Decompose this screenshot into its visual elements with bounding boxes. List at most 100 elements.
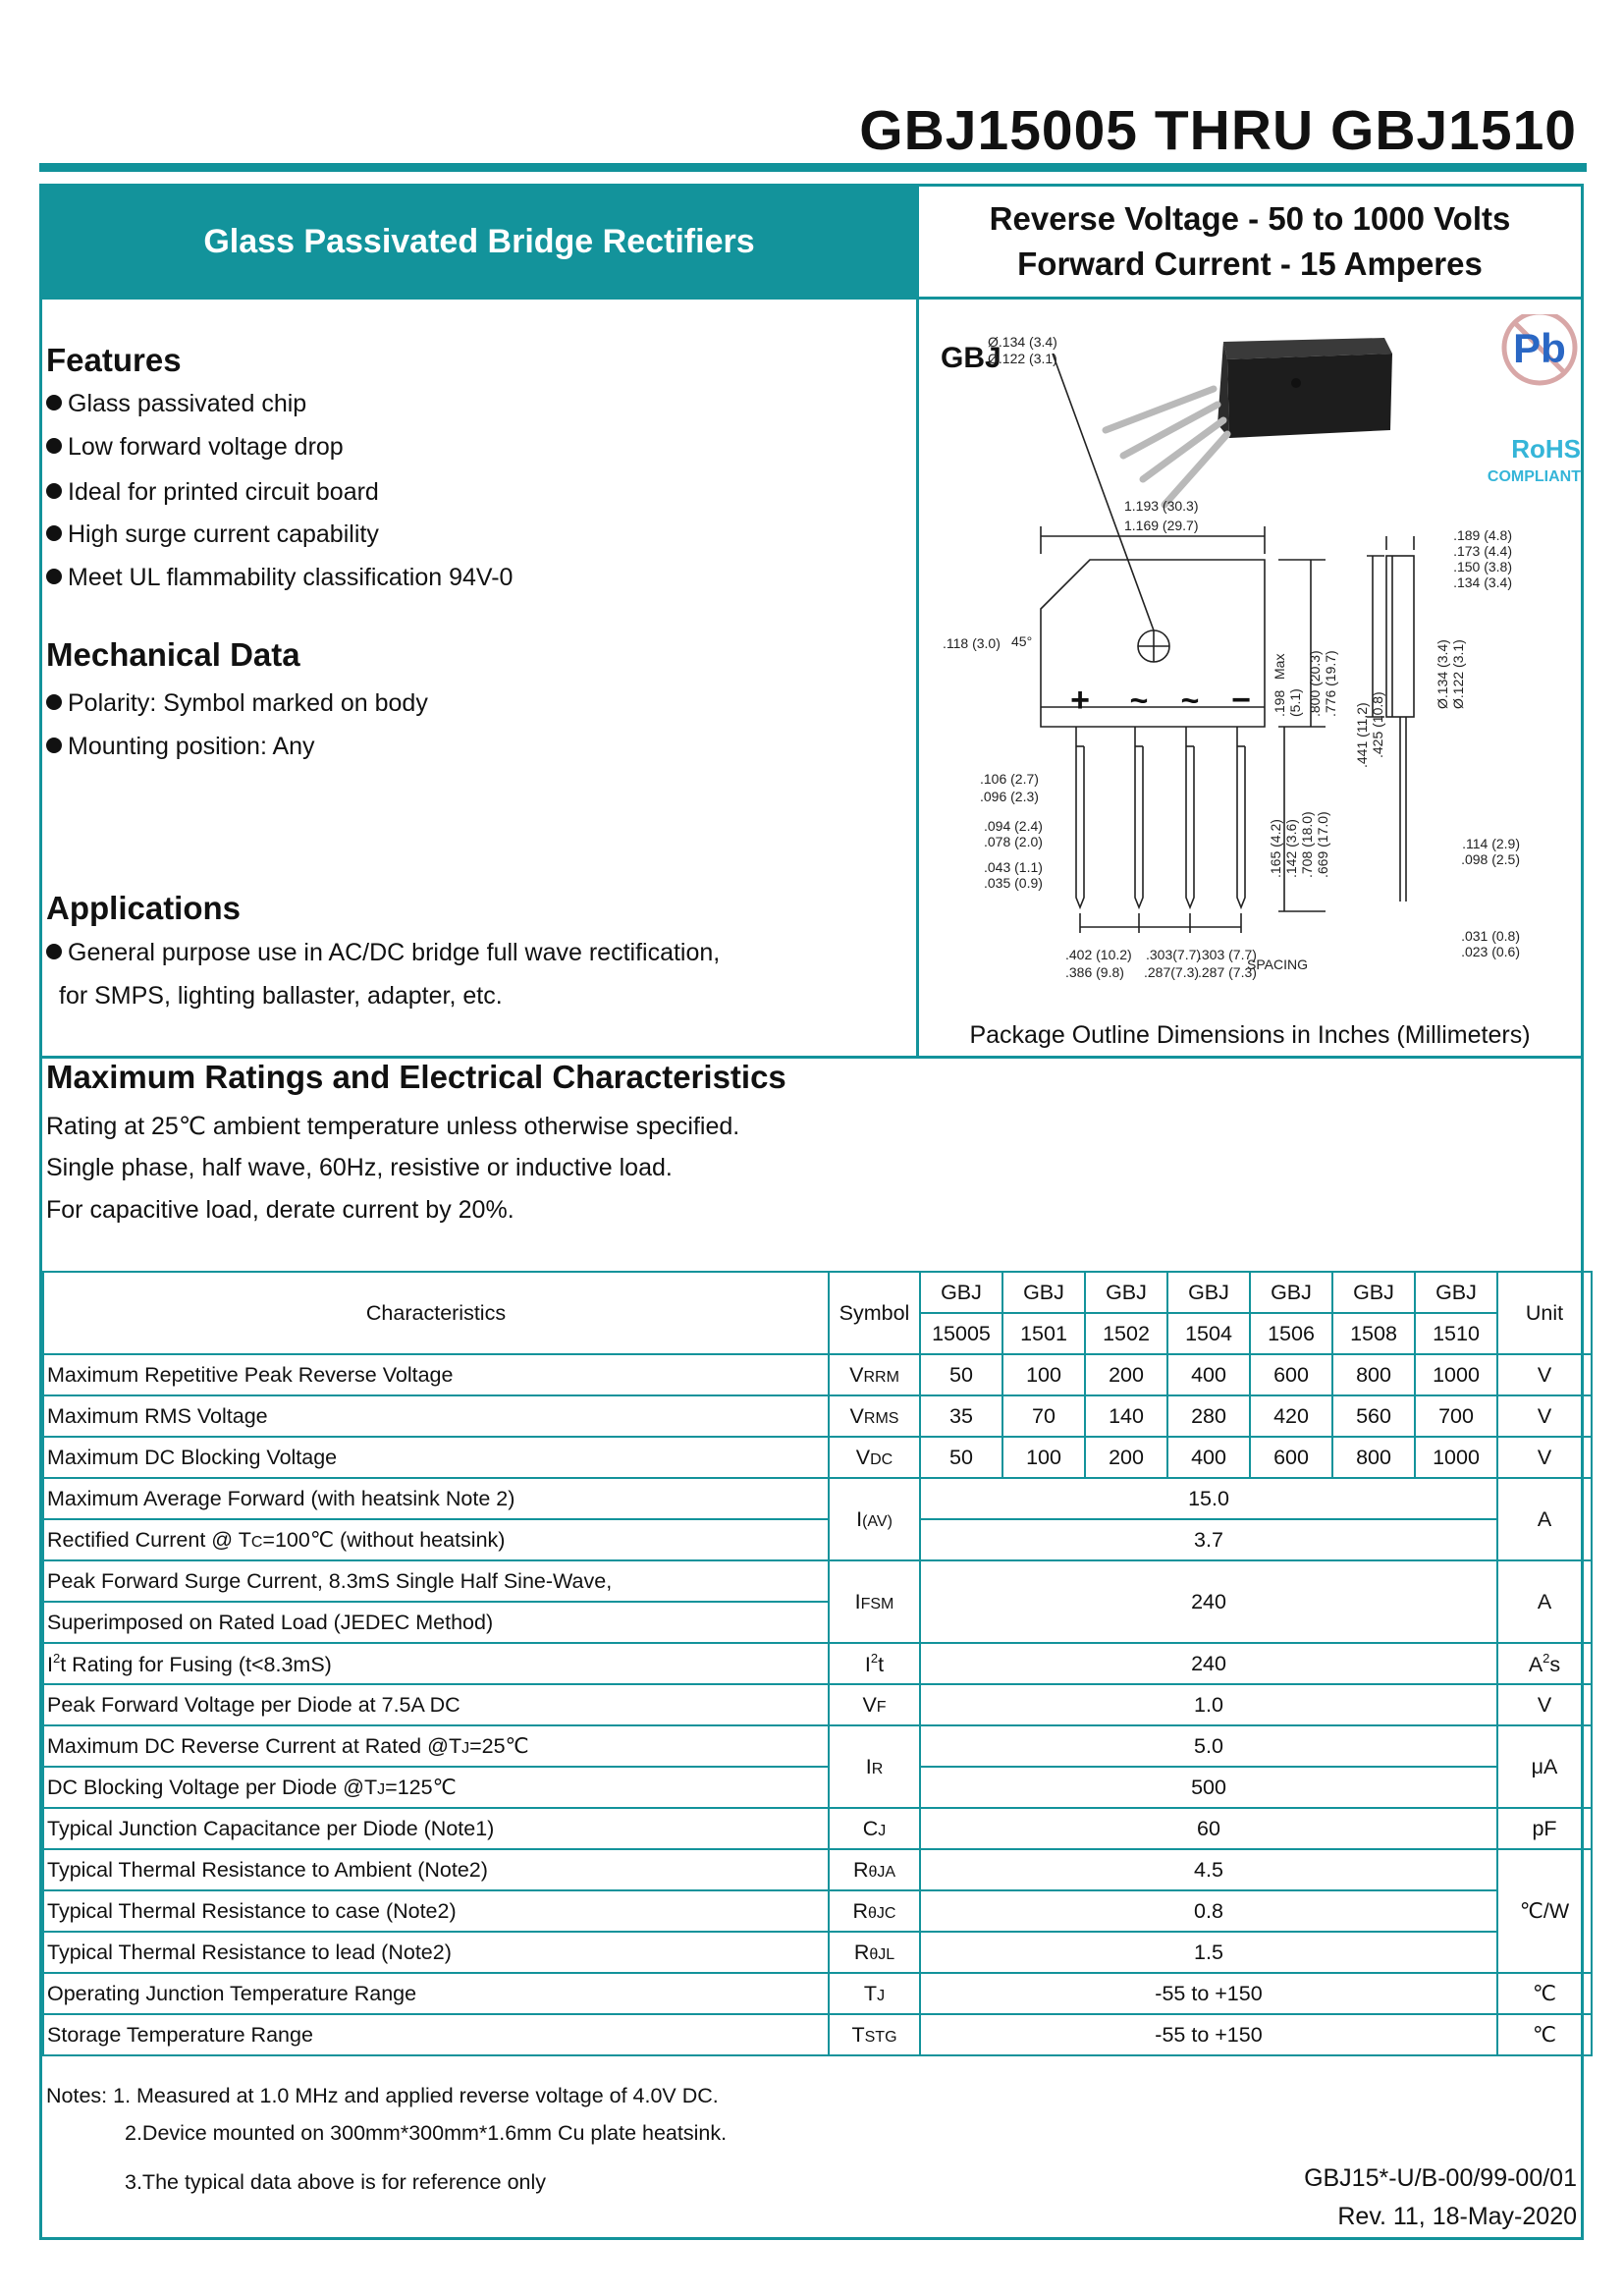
feature-item: Ideal for printed circuit board	[46, 478, 379, 507]
feature-item: High surge current capability	[46, 520, 379, 549]
unit-cell: V	[1496, 1353, 1593, 1396]
mechanical-item: Polarity: Symbol marked on body	[46, 689, 428, 718]
table-row: DC Blocking Voltage per Diode @TJ=125℃ 5…	[42, 1766, 1592, 1809]
param-label: Maximum Repetitive Peak Reverse Voltage	[42, 1353, 830, 1396]
dim-lead-t1: .043 (1.1)	[984, 859, 1043, 875]
table-row: Peak Forward Surge Current, 8.3mS Single…	[42, 1559, 1593, 1644]
note-2: 2.Device mounted on 300mm*300mm*1.6mm Cu…	[125, 2121, 728, 2145]
dim-width-min: 1.169 (29.7)	[1124, 518, 1199, 533]
header-series: GBJ	[919, 1271, 1003, 1314]
dim-height-c: .776 (19.7)	[1323, 650, 1338, 717]
feature-item: Low forward voltage drop	[46, 433, 344, 462]
param-symbol: TJ	[828, 1972, 921, 2015]
header-part: 1506	[1249, 1312, 1333, 1355]
dim-chamfer: .118 (3.0)	[943, 635, 1001, 651]
dim-lead-w2: .096 (2.3)	[980, 789, 1039, 804]
dim-thick-4: .134 (3.4)	[1453, 574, 1512, 590]
application-item: General purpose use in AC/DC bridge full…	[46, 939, 720, 967]
dim-hole-min: Ø.122 (3.1)	[988, 351, 1057, 366]
value-cell: -55 to +150	[919, 2013, 1498, 2056]
param-symbol: TSTG	[828, 2013, 921, 2056]
dim-thick-3: .150 (3.8)	[1453, 559, 1512, 574]
param-label: I2t Rating for Fusing (t<8.3mS)	[42, 1642, 830, 1685]
param-symbol: I(AV)	[828, 1477, 921, 1561]
dim-spacing-2: .303(7.7)	[1146, 947, 1201, 962]
header-symbol: Symbol	[828, 1271, 921, 1355]
dim-height-d: .441 (11.2)	[1354, 702, 1370, 768]
param-symbol: I2t	[828, 1642, 921, 1685]
bullet-icon	[46, 694, 62, 710]
header-series: GBJ	[1001, 1271, 1086, 1314]
header-part: 1502	[1084, 1312, 1168, 1355]
forward-current-spec: Forward Current - 15 Amperes	[1017, 246, 1483, 282]
header-part: 1501	[1001, 1312, 1086, 1355]
table-row: Typical Thermal Resistance to lead (Note…	[42, 1931, 1592, 1974]
value-cell: 240	[919, 1642, 1498, 1685]
dim-spacing-1: .402 (10.2)	[1065, 947, 1132, 962]
mechanical-title: Mechanical Data	[46, 636, 300, 673]
pb-label: Pb	[1513, 325, 1566, 371]
header-part: 1508	[1331, 1312, 1416, 1355]
value-cell: 200	[1084, 1353, 1168, 1396]
param-symbol: VRMS	[828, 1394, 921, 1438]
dim-height-e: .425 (10.8)	[1370, 691, 1385, 758]
bullet-icon	[46, 483, 62, 499]
param-label: Superimposed on Rated Load (JEDEC Method…	[42, 1601, 830, 1644]
feature-item: Glass passivated chip	[46, 390, 306, 418]
feature-item: Meet UL flammability classification 94V-…	[46, 564, 513, 592]
value-cell: 1000	[1414, 1436, 1498, 1479]
polarity-minus: −	[1231, 682, 1251, 719]
header-part: 1510	[1414, 1312, 1498, 1355]
value-cell: 500	[919, 1766, 1498, 1809]
dim-thick-1: .189 (4.8)	[1453, 527, 1512, 543]
pb-free-icon: Pb	[1501, 314, 1578, 386]
value-cell: 800	[1331, 1436, 1416, 1479]
note-3: 3.The typical data above is for referenc…	[125, 2170, 547, 2194]
param-symbol: IR	[828, 1724, 921, 1809]
unit-cell: V	[1496, 1436, 1593, 1479]
value-cell: 1.5	[919, 1931, 1498, 1974]
header-divider	[42, 297, 1581, 300]
dim-lead-w1: .106 (2.7)	[980, 771, 1039, 787]
value-cell: 800	[1331, 1353, 1416, 1396]
table-row: Typical Junction Capacitance per Diode (…	[42, 1807, 1593, 1850]
dim-lead-len-2: .142 (3.6)	[1283, 819, 1299, 878]
dim-side-hole-2: Ø.122 (3.1)	[1450, 639, 1466, 709]
table-row: Storage Temperature Range TSTG -55 to +1…	[42, 2013, 1593, 2056]
param-label: Maximum DC Blocking Voltage	[42, 1436, 830, 1479]
section-divider	[42, 1056, 1581, 1059]
unit-cell: ℃	[1496, 2013, 1593, 2056]
value-cell: 140	[1084, 1394, 1168, 1438]
rating-condition: Single phase, half wave, 60Hz, resistive…	[46, 1154, 673, 1181]
unit-cell: ℃/W	[1496, 1848, 1593, 1974]
dim-side-1: .114 (2.9)	[1462, 836, 1520, 851]
unit-cell: V	[1496, 1394, 1593, 1438]
unit-cell: A2s	[1496, 1642, 1593, 1685]
rohs-compliant-label: COMPLIANT	[1488, 468, 1581, 485]
rohs-label: RoHS	[1511, 434, 1581, 464]
param-label: Typical Thermal Resistance to lead (Note…	[42, 1931, 830, 1974]
mechanical-item: Mounting position: Any	[46, 733, 315, 761]
header-characteristics: Characteristics	[42, 1271, 830, 1355]
header-series: GBJ	[1414, 1271, 1498, 1314]
value-cell: 700	[1414, 1394, 1498, 1438]
param-label: Maximum RMS Voltage	[42, 1394, 830, 1438]
value-cell: 100	[1001, 1436, 1086, 1479]
header-series: GBJ	[1084, 1271, 1168, 1314]
value-cell: 200	[1084, 1436, 1168, 1479]
param-symbol: RθJC	[828, 1889, 921, 1933]
param-label: Typical Thermal Resistance to case (Note…	[42, 1889, 830, 1933]
unit-cell: ℃	[1496, 1972, 1593, 2015]
applications-title: Applications	[46, 890, 242, 926]
rating-condition: For capacitive load, derate current by 2…	[46, 1196, 514, 1224]
param-symbol: VDC	[828, 1436, 921, 1479]
ratings-table: Characteristics Symbol GBJ GBJ GBJ GBJ G…	[42, 1271, 1593, 2056]
features-title: Features	[46, 342, 182, 378]
package-name: GBJ	[941, 342, 1001, 374]
param-label: Maximum DC Reverse Current at Rated @TJ=…	[42, 1724, 830, 1768]
value-cell: 100	[1001, 1353, 1086, 1396]
header-series: GBJ	[1249, 1271, 1333, 1314]
product-banner: Glass Passivated Bridge Rectifiers	[42, 187, 916, 297]
rating-condition: Rating at 25℃ ambient temperature unless…	[46, 1113, 740, 1140]
unit-cell: μA	[1496, 1724, 1593, 1809]
